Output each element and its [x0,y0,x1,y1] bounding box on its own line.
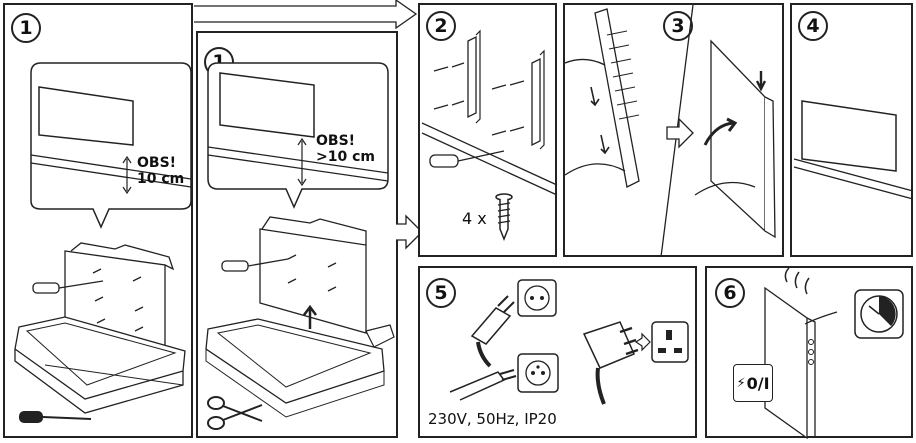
screwdriver-icon [19,411,99,423]
installed-heater-drawing [792,5,915,259]
eu-plug-icon [450,276,600,396]
switch-label: 0/I [746,373,770,393]
panel-step-3: 3 [563,3,784,257]
power-symbol-icon: ⚡ [736,375,746,391]
step-number-5: 5 [426,278,456,308]
callout-bubble [198,33,400,440]
callout-bubble [5,5,195,440]
clock-icon [853,288,905,340]
step-number-6: 6 [715,278,745,308]
screwdriver-icon [33,277,113,297]
obs-note-label: OBS! 10 cm [137,155,185,187]
scissors-icon [206,393,266,433]
screw-icon [494,193,514,241]
mounting-drawing [565,5,786,259]
panel-step-4: 4 [790,3,913,257]
obs-note-label: OBS! >10 cm [316,133,375,165]
step-number-1: 1 [11,13,41,43]
power-spec-label: 230V, 50Hz, IP20 [428,410,557,428]
panel-step-1-alt: 1 OBS! >10 cm [196,31,398,438]
screw-count-label: 4 x [462,209,487,228]
flow-arrow [194,0,422,50]
step-number-2: 2 [426,11,456,41]
panel-step-2: 2 4 x [418,3,557,257]
heater-drawing [707,268,915,440]
screwdriver-icon [222,255,302,275]
panel-step-1: 1 OBS! 10 cm [3,3,193,438]
switch-icon: ⚡ 0/I [733,364,773,402]
step-number-3: 3 [663,11,693,41]
panel-step-6: 6 ⚡ 0/I [705,266,913,438]
step-number-4: 4 [798,11,828,41]
panel-step-5: 5 230V, 50Hz, IP20 [418,266,697,438]
uk-plug-icon [580,304,690,414]
wall-bracket-drawing [420,5,559,259]
